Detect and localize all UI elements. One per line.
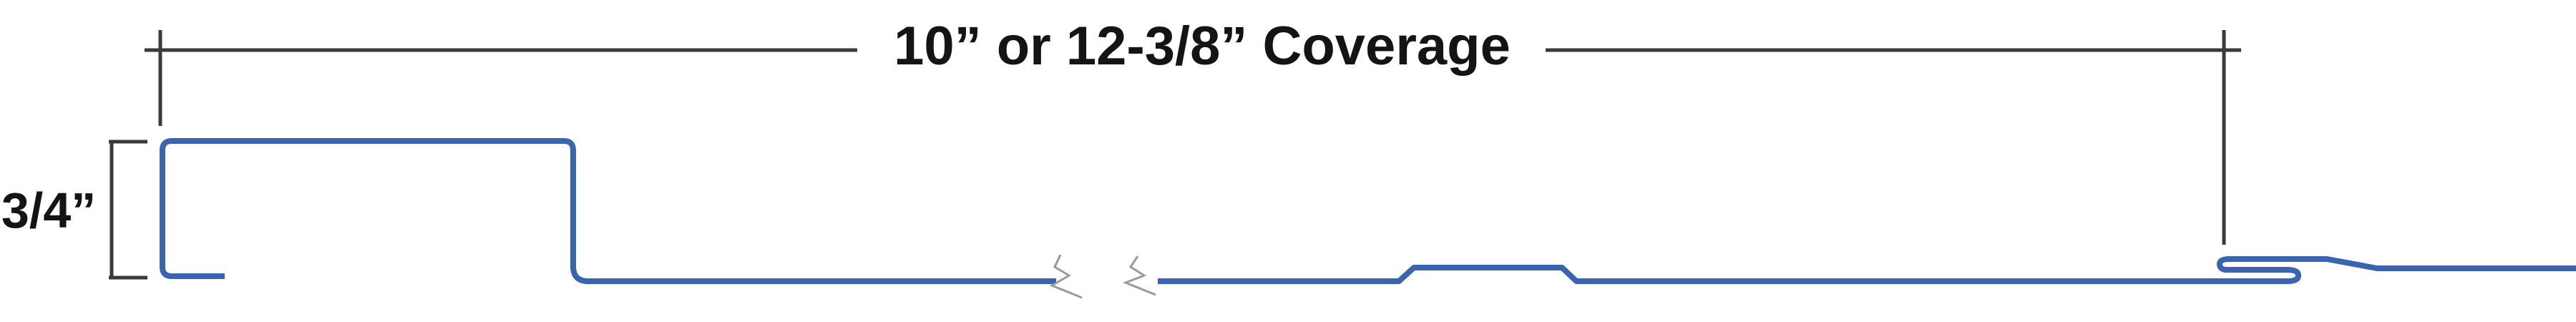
break-mark-left <box>1049 254 1083 299</box>
panel-profile-right <box>1158 256 2576 284</box>
coverage-dimension <box>145 30 2241 245</box>
height-label: 3/4” <box>1 182 96 238</box>
break-mark-right <box>1122 255 1156 296</box>
panel-profile-left <box>160 138 1056 284</box>
coverage-label: 10” or 12-3/8” Coverage <box>894 16 1511 77</box>
height-dimension-bracket <box>109 140 147 280</box>
